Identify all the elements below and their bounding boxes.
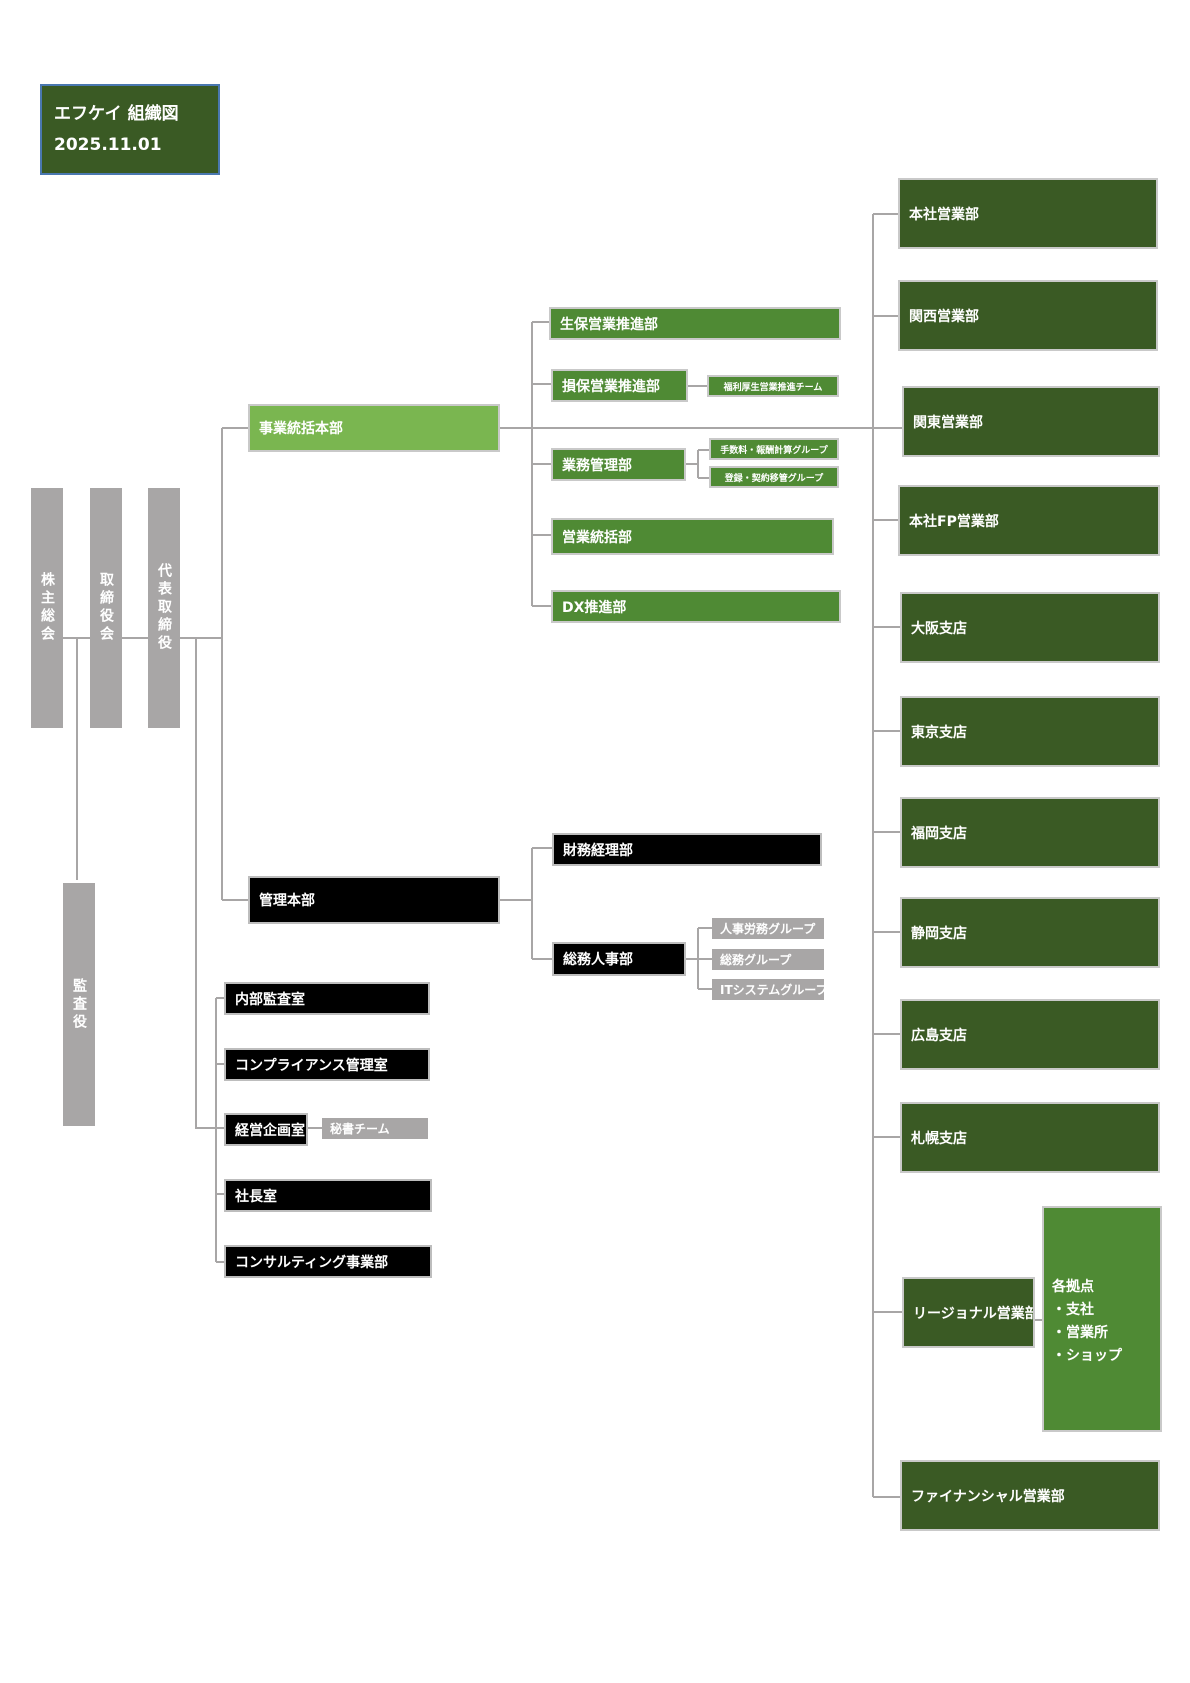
dx-promotion-dept: DX推進部 <box>551 590 841 623</box>
chart-date: 2025.11.01 <box>54 134 162 155</box>
board-of-directors: 取締役会 <box>90 488 122 728</box>
sales-control-dept: 営業統括部 <box>551 518 834 555</box>
personnel-group: 人事労務グループ <box>712 918 824 939</box>
osaka-branch: 大阪支店 <box>900 592 1160 663</box>
financial-sales-dept: ファイナンシャル営業部 <box>900 1460 1160 1531</box>
sapporo-branch: 札幌支店 <box>900 1102 1160 1173</box>
finance-dept: 財務経理部 <box>552 833 822 866</box>
compliance-office: コンプライアンス管理室 <box>224 1048 430 1081</box>
secretary-team: 秘書チーム <box>322 1118 428 1139</box>
it-system-group: ITシステムグループ <box>712 979 824 1000</box>
hiroshima-branch: 広島支店 <box>900 999 1160 1070</box>
business-hq: 事業統括本部 <box>248 404 500 452</box>
regional-locations: 各拠点 ・支社 ・営業所 ・ショップ <box>1042 1206 1162 1432</box>
shizuoka-branch: 静岡支店 <box>900 897 1160 968</box>
registration-group: 登録・契約移管グループ <box>709 466 839 488</box>
nonlife-sales-dept: 損保営業推進部 <box>551 369 688 402</box>
welfare-sales-team: 福利厚生営業推進チーム <box>707 375 839 397</box>
life-sales-dept: 生保営業推進部 <box>549 307 841 340</box>
hq-sales-dept: 本社営業部 <box>898 178 1158 249</box>
regional-sales-dept: リージョナル営業部 <box>902 1277 1035 1348</box>
kansai-sales-dept: 関西営業部 <box>898 280 1158 351</box>
locations-branch: ・支社 <box>1052 1302 1094 1318</box>
general-affairs-group: 総務グループ <box>712 949 824 970</box>
auditor: 監査役 <box>63 883 95 1126</box>
president-office: 社長室 <box>224 1179 432 1212</box>
locations-heading: 各拠点 <box>1052 1279 1094 1295</box>
tokyo-branch: 東京支店 <box>900 696 1160 767</box>
admin-hq: 管理本部 <box>248 876 500 924</box>
shareholders-meeting: 株主総会 <box>31 488 63 728</box>
representative-director: 代表取締役 <box>148 488 180 728</box>
locations-sales-office: ・営業所 <box>1052 1325 1108 1341</box>
chart-title: エフケイ 組織図 <box>54 103 179 124</box>
internal-audit-office: 内部監査室 <box>224 982 430 1015</box>
locations-shop: ・ショップ <box>1052 1348 1122 1364</box>
kanto-sales-dept: 関東営業部 <box>902 386 1160 457</box>
hq-fp-sales-dept: 本社FP営業部 <box>898 485 1160 556</box>
general-hr-dept: 総務人事部 <box>552 942 686 976</box>
chart-title-box: エフケイ 組織図 2025.11.01 <box>40 84 220 175</box>
consulting-division: コンサルティング事業部 <box>224 1245 432 1278</box>
commission-group: 手数料・報酬計算グループ <box>709 438 839 460</box>
fukuoka-branch: 福岡支店 <box>900 797 1160 868</box>
corporate-planning-office: 経営企画室 <box>224 1113 308 1146</box>
operations-dept: 業務管理部 <box>551 448 686 481</box>
